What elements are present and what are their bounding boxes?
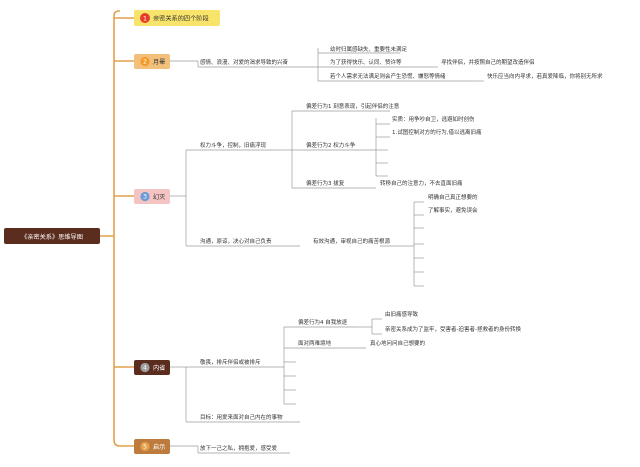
node-yueyun-sub-2: 为了获得快乐、认同、赞许等 [330, 58, 402, 66]
stage-header-node[interactable]: 1 亲密关系的四个阶段 [134, 10, 220, 26]
node-neixing-a1-leaf-1: 由旧痛感导致 [385, 310, 419, 318]
node-yueyun-leaf-1: 寻找伴侣，并按照自己的期望改造伴侣 [441, 58, 535, 66]
node-huanmie-a2-leaf-2: 1.试图控制对方的行为,借以逃离旧痛 [392, 128, 482, 136]
trunk [100, 10, 134, 447]
node-neixing-a-sub-2: 面对两难境地 [298, 339, 332, 347]
node-huanmie-b: 沟通，原谅，决心对自己负责 [200, 237, 272, 245]
node-huanmie-a-sub-3: 偏差行为3 拔复 [306, 179, 345, 187]
branch-label: 启示 [153, 443, 165, 451]
branch-number: 3 [143, 194, 147, 201]
number-badge-icon [140, 56, 150, 67]
branch-node-yueyun[interactable]: 2 月晕 [134, 54, 170, 69]
stage-header-box [134, 10, 220, 26]
node-huanmie-a3-leaf: 转移自己的注意力，不去直面旧痛 [380, 179, 463, 187]
number-badge-icon [140, 191, 150, 202]
branch-node-qishi[interactable]: 5 启示 [134, 439, 170, 454]
branch-label: 幻灭 [153, 193, 165, 201]
node-yueyun-main: 感情、浪漫、对爱的渴求导致的兴奋 [200, 58, 289, 66]
number-badge-icon [140, 441, 150, 452]
root-label: 《亲密关系》思维导图 [21, 233, 83, 241]
branch-number: 5 [143, 444, 147, 451]
branch-label: 内省 [153, 364, 165, 372]
node-huanmie-a-sub-1: 偏差行为1 刻意表现，引起伴侣的注意 [306, 102, 400, 110]
node-neixing-b: 目标：用爱来面对自己内在的事物 [200, 413, 283, 421]
node-neixing-a2-leaf: 真心地问问自己想要的 [370, 339, 426, 347]
node-neixing-a: 敬畏，排斥伴侣或被排斥 [200, 358, 261, 366]
node-yueyun-sub-3: 若个人需求无法满足则会产生恐慌、嫌怒等情绪 [330, 72, 446, 80]
node-huanmie-b-leaf-2: 了解事实，避免误会 [428, 206, 478, 214]
node-huanmie-b-sub: 有效沟通，审视自己的痛苦根源 [313, 237, 391, 245]
node-huanmie-a: 权力斗争，控制，旧痛浮现 [200, 141, 267, 149]
node-neixing-a-sub-1: 偏差行为4 自我放逐 [298, 318, 348, 326]
branch-number: 2 [143, 59, 147, 66]
header-number: 1 [143, 15, 147, 22]
root-node-box [4, 228, 100, 244]
node-yueyun-sub-1: 幼时归属感缺失、重要性未满足 [330, 45, 408, 53]
branch-node-huanmie[interactable]: 3 幻灭 [134, 189, 170, 204]
number-badge-icon [140, 13, 150, 23]
node-neixing-a1-leaf-2: 亲密关系成为了监牢，受害者-迫害者-拯救者的身份转换 [385, 325, 521, 333]
root-node[interactable]: 《亲密关系》思维导图 [4, 228, 100, 244]
connector-lines [170, 48, 484, 454]
node-yueyun-leaf-2: 快乐应当向内寻求，若真爱降临，你将别无所求 [487, 72, 603, 80]
node-huanmie-b-leaf-1: 明确自己真正想要的 [428, 193, 478, 201]
node-huanmie-a-sub-2: 偏差行为2 权力斗争 [306, 141, 356, 149]
branch-label: 月晕 [153, 59, 165, 66]
stage-header-label: 亲密关系的四个阶段 [153, 15, 209, 23]
node-huanmie-a2-leaf-1: 实质：用争吵自卫，逃避如时创伤 [392, 115, 475, 123]
node-qishi-a: 放下一己之私，拥抱爱，感受爱 [200, 444, 278, 452]
branch-node-neixing[interactable]: 4 内省 [134, 360, 170, 375]
number-badge-icon [140, 362, 150, 373]
branch-number: 4 [143, 365, 147, 372]
